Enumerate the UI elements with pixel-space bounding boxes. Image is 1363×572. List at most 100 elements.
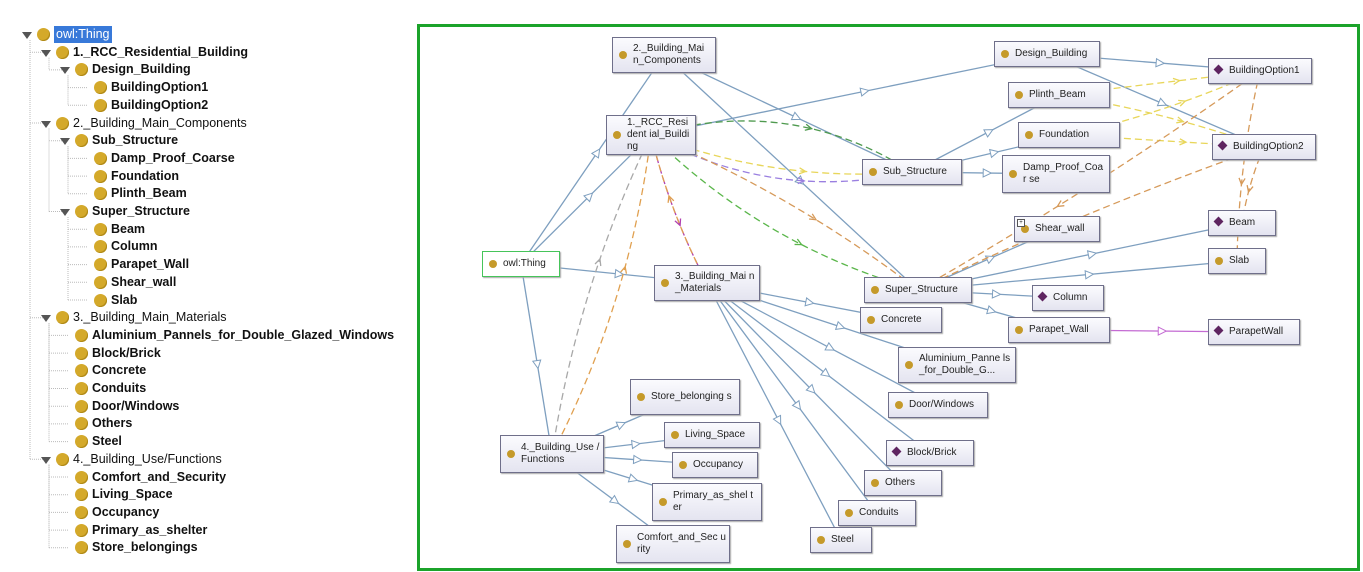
graph-node-opt1[interactable]: BuildingOption1 (1208, 58, 1312, 84)
edge-arrow-head (804, 297, 815, 307)
tree-item[interactable]: Aluminium_Pannels_for_Double_Glazed_Wind… (0, 327, 410, 344)
graph-node-design[interactable]: Design_Building (994, 41, 1100, 67)
graph-node-sub[interactable]: Sub_Structure (862, 159, 962, 185)
class-icon (75, 399, 88, 413)
tree-item[interactable]: BuildingOption1 (0, 79, 410, 96)
tree-item[interactable]: Plinth_Beam (0, 185, 410, 202)
graph-node-door[interactable]: Door/Windows (888, 392, 988, 418)
tree-item-label: Concrete (92, 363, 147, 378)
graph-node-opt2[interactable]: BuildingOption2 (1212, 134, 1316, 160)
tree-item[interactable]: Block/Brick (0, 345, 410, 362)
graph-node-occ[interactable]: Occupancy (672, 452, 758, 478)
tree-item[interactable]: Living_Space (0, 486, 410, 503)
tree-item-label: Design_Building (92, 62, 191, 77)
tree-item-label: Super_Structure (92, 204, 190, 218)
graph-node-parapet[interactable]: Parapet_Wall (1008, 317, 1110, 343)
tree-item[interactable]: Beam (0, 221, 410, 238)
graph-node-primary[interactable]: Primary_as_shel ter (652, 483, 762, 521)
graph-node-alum[interactable]: Aluminium_Panne ls_for_Double_G... (898, 347, 1016, 383)
graph-node-conduits[interactable]: Conduits (838, 500, 916, 526)
graph-edge (650, 53, 1048, 136)
expand-toggle-icon[interactable] (60, 67, 70, 75)
tree-item[interactable]: Comfort_and_Security (0, 469, 410, 486)
tree-item[interactable]: Design_Building (0, 61, 410, 78)
graph-node-label: Design_Building (1015, 48, 1088, 59)
graph-node-slab[interactable]: Slab (1208, 248, 1266, 274)
graph-node-label: ParapetWall (1229, 326, 1284, 337)
graph-node-rcc[interactable]: 1._RCC_Resident ial_Building (606, 115, 696, 155)
graph-node-shear[interactable]: +Shear_wall (1014, 216, 1100, 242)
tree-item[interactable]: Others (0, 415, 410, 432)
tree-item[interactable]: Column (0, 238, 410, 255)
graph-node-thing[interactable]: owl:Thing (482, 251, 560, 277)
tree-item-label: Shear_wall (111, 274, 177, 289)
expand-toggle-icon[interactable] (60, 138, 70, 146)
expand-plus-icon[interactable]: + (1017, 219, 1025, 227)
expand-toggle-icon[interactable] (41, 456, 51, 464)
tree-item[interactable]: 1._RCC_Residential_Building (0, 44, 410, 61)
class-icon (75, 488, 88, 502)
graph-node-others[interactable]: Others (864, 470, 942, 496)
graph-edge (706, 282, 939, 406)
tree-item[interactable]: Concrete (0, 362, 410, 379)
graph-node-column[interactable]: Column (1032, 285, 1104, 311)
tree-item[interactable]: Primary_as_shelter (0, 522, 410, 539)
expand-toggle-icon[interactable] (41, 120, 51, 128)
tree-item[interactable]: 2._Building_Main_Components (0, 115, 410, 132)
tree-item[interactable]: Damp_Proof_Coarse (0, 150, 410, 167)
class-icon (1015, 326, 1023, 334)
tree-item-label: 1._RCC_Residential_Building (73, 44, 249, 59)
expand-toggle-icon[interactable] (22, 32, 32, 39)
tree-item[interactable]: Steel (0, 433, 410, 450)
graph-node-label: Steel (831, 534, 854, 545)
class-icon (94, 258, 107, 272)
graph-node-super[interactable]: Super_Structure (864, 277, 972, 303)
expand-toggle-icon[interactable] (41, 315, 51, 323)
edge-arrow-head (1178, 99, 1187, 107)
graph-node-concrete[interactable]: Concrete (860, 307, 942, 333)
edge-arrow-head (824, 341, 836, 351)
tree-item[interactable]: BuildingOption2 (0, 97, 410, 114)
graph-node-brick[interactable]: Block/Brick (886, 440, 974, 466)
tree-item[interactable]: Foundation (0, 168, 410, 185)
ontograf-graph-view[interactable]: owl:Thing 1._RCC_Resident ial_Building 2._… (417, 24, 1360, 571)
graph-node-living[interactable]: Living_Space (664, 422, 760, 448)
class-icon (869, 168, 877, 176)
graph-node-comp[interactable]: 2._Building_Mai n_Components (612, 37, 716, 73)
tree-item[interactable]: Slab (0, 292, 410, 309)
tree-item[interactable]: Conduits (0, 380, 410, 397)
tree-item[interactable]: Store_belongings (0, 539, 410, 556)
edge-arrow-head (608, 494, 620, 505)
graph-node-label: Living_Space (685, 429, 746, 440)
tree-item[interactable]: 3._Building_Main_Materials (0, 309, 410, 326)
graph-node-use[interactable]: 4._Building_Use /Functions (500, 435, 604, 473)
class-icon (1015, 91, 1023, 99)
tree-item[interactable]: Door/Windows (0, 398, 410, 415)
expand-toggle-icon[interactable] (41, 49, 51, 57)
graph-node-comfort[interactable]: Comfort_and_Sec urity (616, 525, 730, 563)
graph-node-parapetwall[interactable]: ParapetWall (1208, 319, 1300, 345)
class-icon (75, 541, 88, 555)
class-icon (867, 316, 875, 324)
class-icon (671, 431, 679, 439)
tree-item[interactable]: Sub_Structure (0, 132, 410, 149)
graph-node-found[interactable]: Foundation (1018, 122, 1120, 148)
tree-item[interactable]: owl:Thing (0, 26, 410, 43)
class-icon (75, 346, 88, 360)
graph-node-mat[interactable]: 3._Building_Mai n_Materials (654, 265, 760, 301)
tree-item-label: Beam (111, 221, 146, 236)
edge-arrow-head (1246, 184, 1254, 194)
tree-item[interactable]: Shear_wall (0, 274, 410, 291)
tree-guide-lines (29, 40, 87, 549)
tree-item[interactable]: 4._Building_Use/Functions (0, 451, 410, 468)
graph-node-store[interactable]: Store_belonging s (630, 379, 740, 415)
graph-node-damp[interactable]: Damp_Proof_Coar se (1002, 155, 1110, 193)
tree-item[interactable]: Super_Structure (0, 203, 410, 220)
tree-item[interactable]: Parapet_Wall (0, 256, 410, 273)
graph-node-beam[interactable]: Beam (1208, 210, 1276, 236)
graph-node-plinth[interactable]: Plinth_Beam (1008, 82, 1110, 108)
graph-node-steel[interactable]: Steel (810, 527, 872, 553)
expand-toggle-icon[interactable] (60, 209, 70, 216)
graph-node-label: Concrete (881, 314, 922, 325)
tree-item[interactable]: Occupancy (0, 504, 410, 521)
